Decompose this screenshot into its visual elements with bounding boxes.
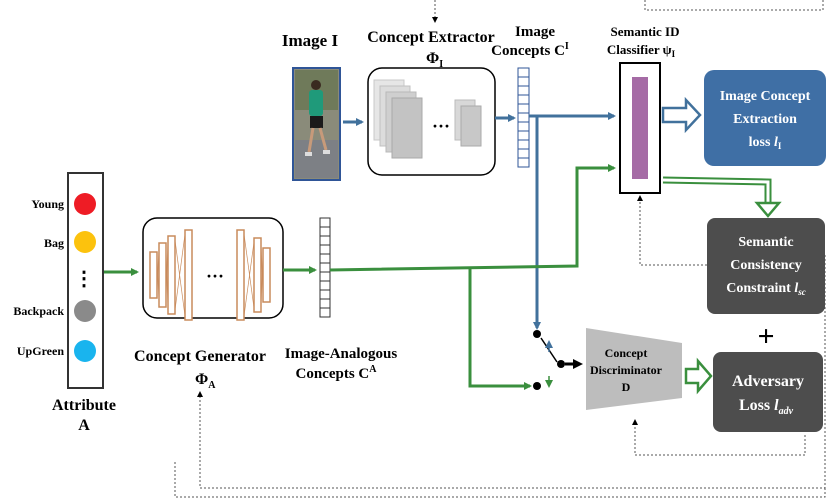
extractor-symbol: ΦI (426, 50, 443, 70)
consistency-loss-box (707, 218, 825, 314)
attribute-label-bag: Bag (44, 236, 64, 250)
adversary-loss-box (713, 352, 823, 432)
extractor-ellipsis: ··· (432, 116, 450, 136)
analogous-label-1: Image-Analogous (285, 346, 398, 362)
analogous-concepts-vector (319, 217, 331, 318)
plus-sign: + (757, 320, 774, 353)
attribute-label-backpack: Backpack (13, 304, 64, 318)
classifier-box (619, 62, 661, 194)
discriminator-label-3: D (622, 380, 631, 394)
extraction-loss-3: loss lI (749, 135, 782, 151)
adversary-loss-1: Adversary (732, 373, 804, 390)
hollow-arrow-classifier-to-consistency (662, 176, 782, 218)
consistency-loss-2: Consistency (730, 258, 802, 273)
attribute-title: Attribute (52, 397, 116, 414)
classifier-label-1: Semantic ID (611, 24, 680, 39)
image-concepts-vector (517, 67, 530, 168)
adversary-loss-2: Loss ladv (739, 397, 794, 417)
attribute-dot-young (74, 193, 96, 215)
input-switch (533, 330, 583, 390)
attribute-label-upgreen: UpGreen (17, 344, 64, 358)
hollow-arrow-discriminator-to-adversary (684, 357, 713, 395)
attribute-label-young: Young (31, 197, 64, 211)
concept-generator-box (142, 217, 284, 321)
feedback-to-extractor (644, 0, 824, 11)
extraction-loss-box (704, 70, 826, 166)
generator-title: Concept Generator (134, 348, 266, 365)
image-concepts-label-2: Concepts CI (491, 41, 569, 59)
extractor-title: Concept Extractor (367, 29, 495, 46)
analogous-label-2: Concepts CA (296, 364, 378, 382)
green-arrows (104, 164, 616, 390)
concept-discriminator (586, 328, 682, 410)
hollow-arrow-classifier-to-extraction-loss (661, 96, 702, 134)
concept-extractor-box (367, 67, 496, 176)
input-image (292, 67, 341, 181)
attribute-dot-upgreen (74, 340, 96, 362)
classifier-label-2: Classifier ψI (607, 42, 676, 59)
generator-ellipsis: ··· (206, 266, 224, 286)
image-concepts-label-1: Image (515, 24, 555, 40)
feedback-to-generator (197, 255, 826, 489)
extraction-loss-2: Extraction (733, 112, 797, 127)
extraction-loss-1: Image Concept (720, 89, 811, 104)
discriminator-label-1: Concept (605, 346, 648, 360)
consistency-loss-3: Constraint lsc (726, 281, 805, 297)
arrow-vector-to-classifier (329, 164, 616, 272)
feedback-bottom (174, 460, 826, 498)
attribute-dot-backpack (74, 300, 96, 322)
attribute-dot-bag (74, 231, 96, 253)
blue-arrows (343, 112, 616, 330)
generator-symbol: ΦA (195, 371, 216, 391)
consistency-loss-1: Semantic (738, 235, 793, 250)
image-label: Image I (282, 31, 339, 50)
attribute-panel (67, 172, 104, 389)
attribute-ellipsis: ⋮ (74, 268, 94, 290)
arrow-vector-to-discriminator (468, 268, 532, 390)
attribute-title-symbol: A (78, 417, 90, 434)
discriminator-label-2: Discriminator (590, 363, 663, 377)
feedback-to-discriminator (632, 419, 806, 456)
